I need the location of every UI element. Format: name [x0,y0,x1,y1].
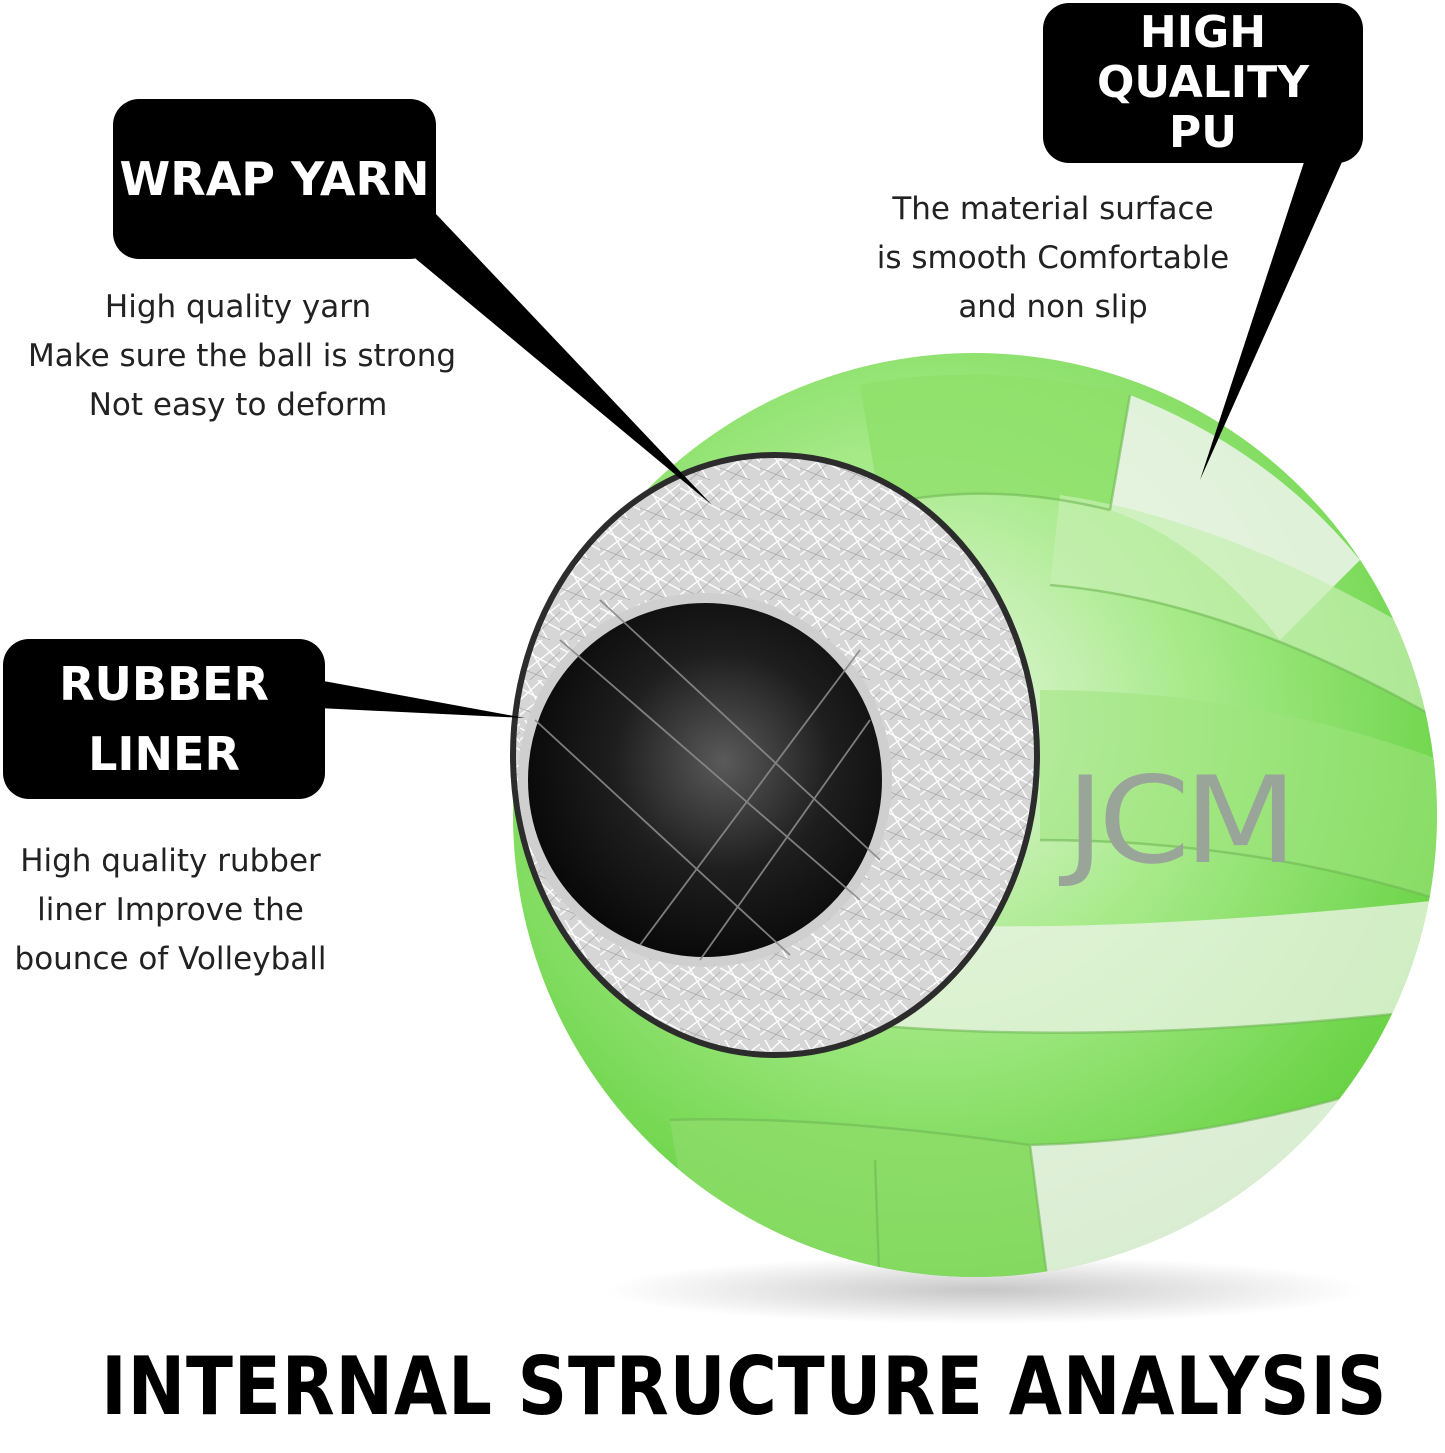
rubber-liner-pointer [318,680,525,718]
high-quality-pu-description: The material surface is smooth Comfortab… [868,185,1238,332]
rubber-title-line: LINER [88,727,240,781]
pu-title-line: PU [1169,107,1237,158]
rubber-liner-layer [518,593,892,967]
high-quality-pu-label: HIGH QUALITY PU [1043,3,1363,163]
brand-mark: JCM [1065,752,1298,891]
ball-shadow [605,1256,1365,1324]
high-quality-pu-pointer [1200,150,1342,480]
rubber-liner-label: RUBBER LINER [3,639,325,799]
pu-title-line: HIGH [1139,7,1267,58]
pu-desc-line: The material surface [892,191,1214,227]
rubber-desc-line: bounce of Volleyball [14,941,327,977]
wrap-yarn-desc-line: High quality yarn [104,289,372,325]
wrap-yarn-title: WRAP YARN [119,152,430,206]
pu-desc-line: is smooth Comfortable [876,240,1230,276]
wrap-yarn-description: High quality yarn Make sure the ball is … [28,283,457,430]
rubber-desc-line: liner Improve the [37,892,304,928]
rubber-title-line: RUBBER [59,657,269,711]
pu-desc-line: and non slip [958,289,1148,325]
rubber-liner-description: High quality rubber liner Improve the bo… [8,837,333,984]
wrap-yarn-label: WRAP YARN [113,99,436,259]
wrap-yarn-desc-line: Make sure the ball is strong [28,338,457,374]
headline: INTERNAL STRUCTURE ANALYSIS [101,1340,1388,1433]
rubber-desc-line: High quality rubber [20,843,321,879]
pu-title-line: QUALITY [1096,57,1310,108]
wrap-yarn-desc-line: Not easy to deform [88,387,388,423]
wrap-yarn-pointer [398,214,712,505]
liner-seams [534,599,881,961]
